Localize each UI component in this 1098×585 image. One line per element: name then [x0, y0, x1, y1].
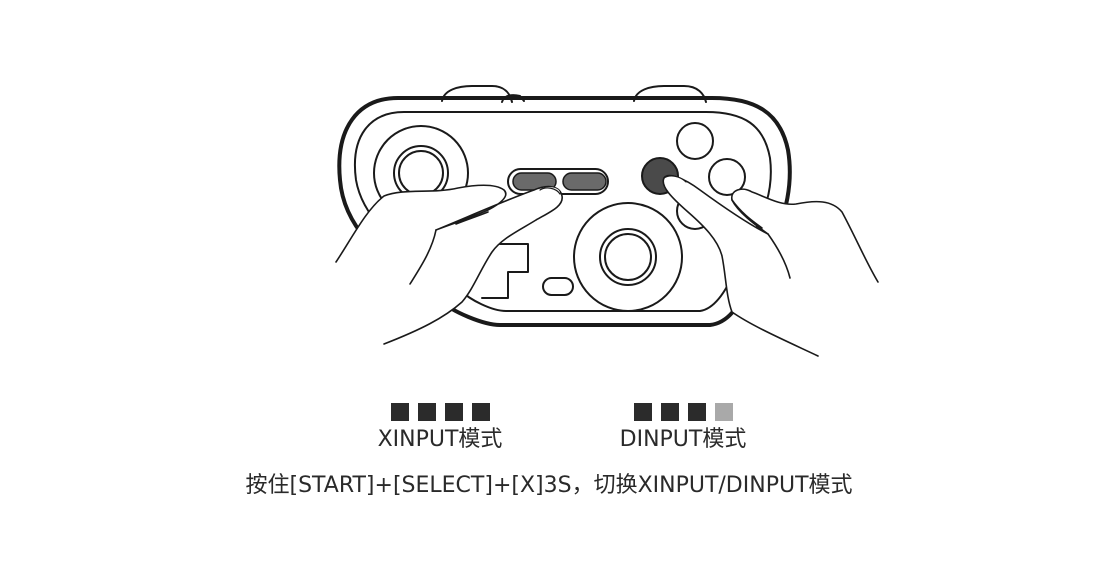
home-button [542, 277, 574, 296]
right-stick [573, 202, 683, 312]
switch-mode-instruction: 按住[START]+[SELECT]+[X]3S，切换XINPUT/DINPUT… [245, 473, 853, 498]
xinput-led-indicators [335, 403, 545, 421]
left-hand [335, 184, 563, 345]
face-button-top [676, 122, 714, 160]
dinput-led-indicators [578, 403, 788, 421]
start-button-pressed [562, 172, 607, 191]
led-indicator [390, 403, 409, 421]
right-hand [662, 174, 879, 357]
dpad [481, 243, 529, 299]
led-indicator [660, 403, 679, 421]
controller-body-inner [353, 111, 772, 312]
led-indicator [471, 403, 490, 421]
face-button-right [708, 158, 746, 196]
led-indicator [714, 403, 733, 421]
select-start-housing [507, 168, 609, 195]
dinput-mode-label: DINPUT模式 [619, 427, 747, 452]
led-indicator [687, 403, 706, 421]
led-indicator [633, 403, 652, 421]
led-indicator [444, 403, 463, 421]
dinput-mode: DINPUT模式 [578, 403, 788, 453]
controller-body-outer [337, 96, 792, 327]
xinput-mode: XINPUT模式 [335, 403, 545, 453]
xinput-mode-label: XINPUT模式 [377, 427, 503, 452]
shoulder-bumpers [441, 85, 707, 103]
led-indicator [417, 403, 436, 421]
